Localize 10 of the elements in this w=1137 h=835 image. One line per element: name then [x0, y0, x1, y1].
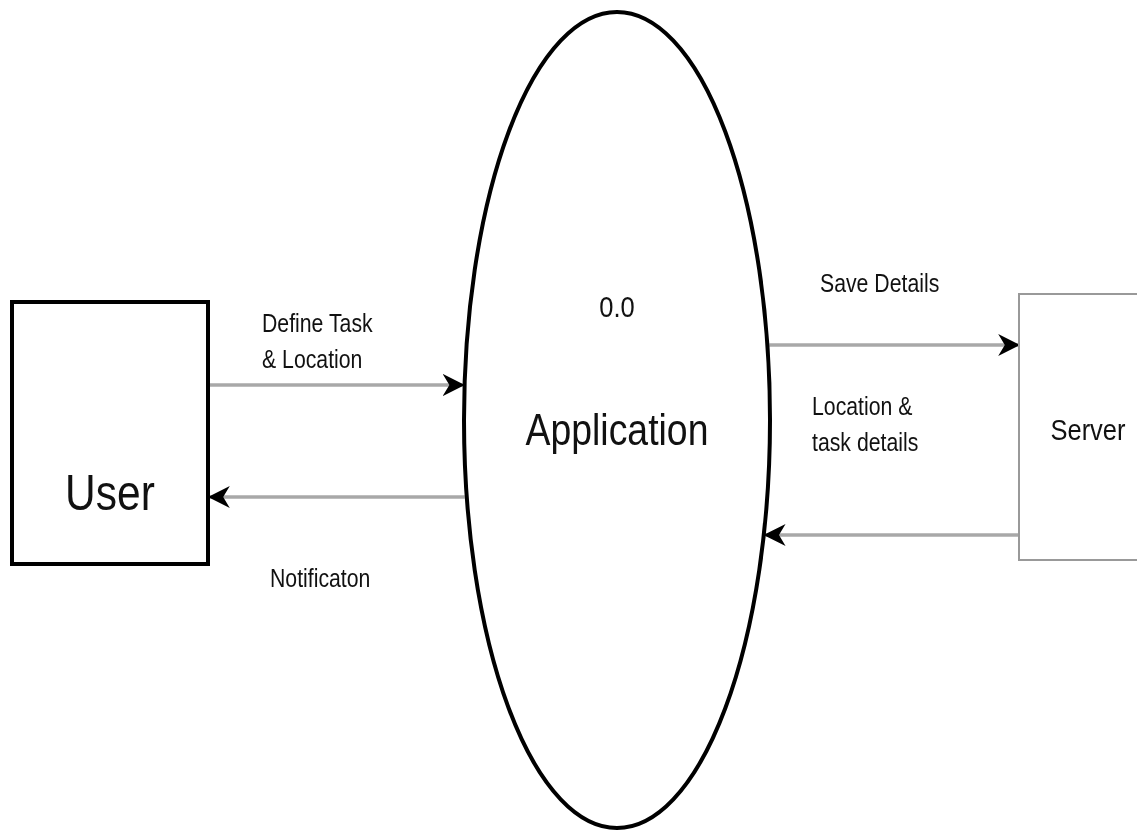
- process-number: 0.0: [598, 290, 636, 324]
- entity-label: Server: [1049, 413, 1127, 447]
- arrow: [769, 334, 1021, 356]
- arrow: [763, 524, 1018, 546]
- arrow: [210, 374, 465, 396]
- process-label: Application: [524, 405, 710, 455]
- entity-box: [10, 300, 210, 566]
- entity-label: User: [64, 464, 156, 522]
- arrow: [207, 486, 465, 508]
- entity-box: [1018, 293, 1137, 561]
